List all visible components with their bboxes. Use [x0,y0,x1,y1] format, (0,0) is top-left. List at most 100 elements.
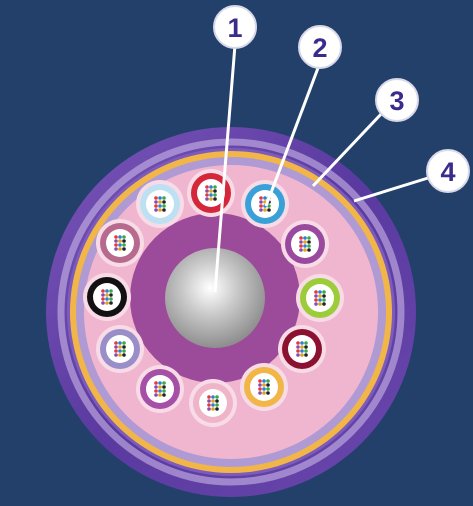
optical-fiber [303,236,307,240]
optical-fiber [209,197,213,201]
optical-fiber [158,204,162,208]
optical-fiber [258,391,262,395]
callout-2-label: 2 [312,33,327,63]
optical-fiber [101,297,105,301]
optical-fiber [122,239,126,243]
optical-fiber [215,395,219,399]
optical-fiber [122,345,126,349]
buffer-tube-lime [296,274,344,322]
optical-fiber [114,247,118,251]
buffer-tube-gel [288,335,316,363]
optical-fiber [154,204,158,208]
optical-fiber [296,345,300,349]
optical-fiber [307,248,311,252]
optical-fiber [300,349,304,353]
optical-fiber [105,289,109,293]
optical-fiber [304,353,308,357]
optical-fiber [162,204,166,208]
optical-fiber [114,345,118,349]
optical-fiber [105,301,109,305]
optical-fiber [259,200,263,204]
optical-fiber [114,353,118,357]
optical-fiber [299,236,303,240]
buffer-tube-violet [281,220,329,268]
optical-fiber [259,196,263,200]
optical-fiber [213,197,217,201]
buffer-tube-orange [240,363,288,411]
optical-fiber [101,293,105,297]
buffer-tube-red [187,169,235,217]
optical-fiber [154,381,158,385]
optical-fiber [122,235,126,239]
optical-fiber [209,189,213,193]
callout-3: 3 [376,79,418,121]
optical-fiber [158,389,162,393]
buffer-tube-rose [189,379,237,427]
optical-fiber [211,403,215,407]
optical-fiber [114,341,118,345]
buffer-tube-gel [291,230,319,258]
optical-fiber [314,290,318,294]
optical-fiber [207,399,211,403]
optical-fiber [122,341,126,345]
optical-fiber [262,391,266,395]
optical-fiber [154,385,158,389]
optical-fiber [322,290,326,294]
optical-fiber [267,208,271,212]
optical-fiber [318,298,322,302]
optical-fiber [266,379,270,383]
optical-fiber [296,353,300,357]
optical-fiber [303,244,307,248]
optical-fiber [258,387,262,391]
optical-fiber [114,243,118,247]
optical-fiber [215,407,219,411]
optical-fiber [158,196,162,200]
optical-fiber [158,393,162,397]
buffer-tube-slate [96,325,144,373]
optical-fiber [109,301,113,305]
optical-fiber [296,341,300,345]
buffer-tube-gel [251,190,279,218]
optical-fiber [211,395,215,399]
buffer-tube-gel [106,335,134,363]
optical-fiber [322,294,326,298]
optical-fiber [158,200,162,204]
optical-fiber [258,379,262,383]
optical-fiber [118,353,122,357]
optical-fiber [207,403,211,407]
optical-fiber [299,248,303,252]
optical-fiber [162,208,166,212]
optical-fiber [211,399,215,403]
optical-fiber [154,196,158,200]
optical-fiber [109,289,113,293]
optical-fiber [158,208,162,212]
optical-fiber [162,381,166,385]
optical-fiber [207,407,211,411]
optical-fiber [209,185,213,189]
optical-fiber [215,399,219,403]
optical-fiber [158,385,162,389]
buffer-tube-black [83,273,131,321]
optical-fiber [122,247,126,251]
optical-fiber [101,301,105,305]
optical-fiber [154,389,158,393]
optical-fiber [205,193,209,197]
optical-fiber [154,208,158,212]
optical-fiber [318,290,322,294]
optical-fiber [262,387,266,391]
optical-fiber [304,345,308,349]
buffer-tube-purple [136,365,184,413]
optical-fiber [213,185,217,189]
optical-fiber [307,240,311,244]
callout-4: 4 [427,150,469,192]
optical-fiber [209,193,213,197]
optical-fiber [154,393,158,397]
optical-fiber [162,200,166,204]
optical-fiber [318,302,322,306]
optical-fiber [105,297,109,301]
optical-fiber [300,341,304,345]
optical-fiber [259,208,263,212]
optical-fiber [303,240,307,244]
optical-fiber [299,244,303,248]
